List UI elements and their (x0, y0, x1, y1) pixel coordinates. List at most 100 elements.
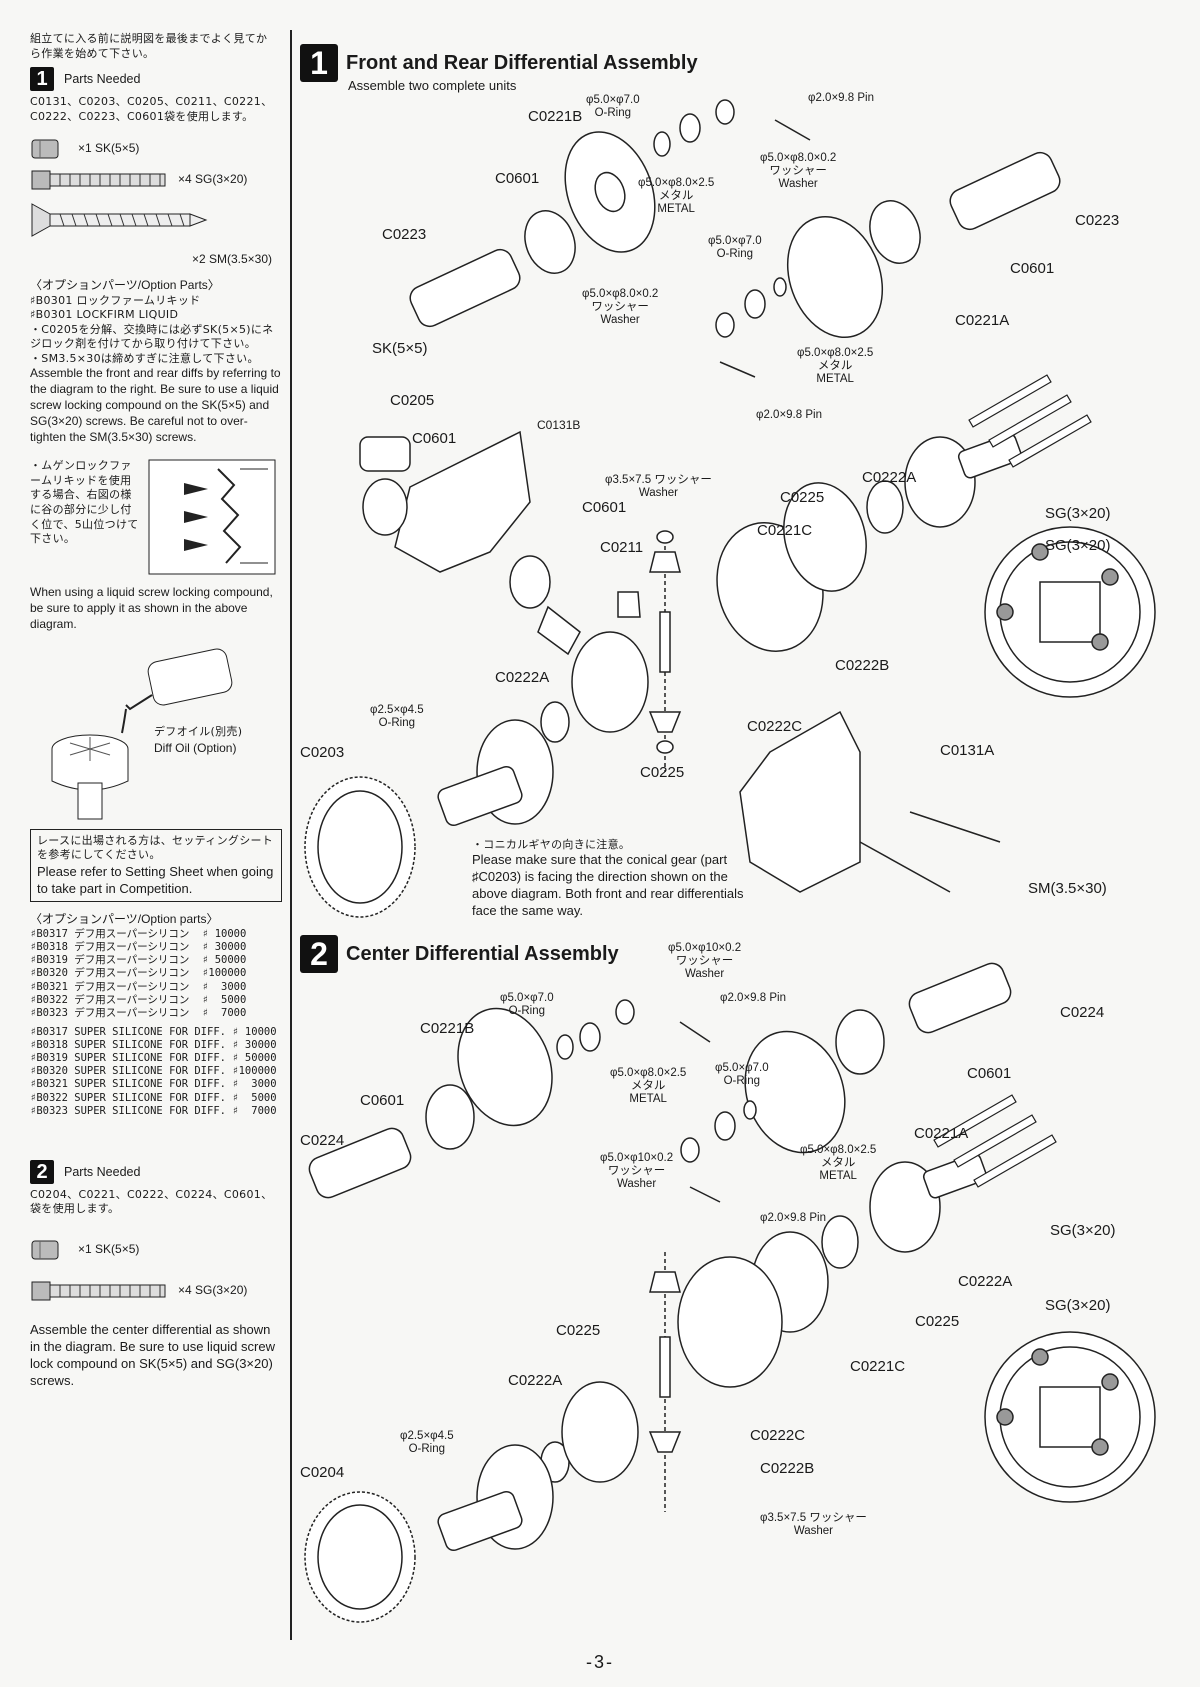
step2-part-sk-qty: ×1 SK(5×5) (78, 1241, 140, 1256)
step1-bags: C0131、C0203、C0205、C0211、C0221、C0222、C022… (30, 95, 273, 123)
conical-note-en: Please make sure that the conical gear (… (472, 852, 744, 918)
spec-label: φ5.0×φ7.0 O-Ring (708, 235, 762, 261)
outdrive-c0223-right (949, 151, 1061, 231)
setting-note-en: Please refer to Setting Sheet when going… (37, 863, 274, 897)
option-line-2: ♯B0301 LOCKFIRM LIQUID (30, 308, 179, 322)
spec-label: φ2.5×φ4.5 O-Ring (400, 1430, 454, 1456)
spec-label: φ5.0×φ7.0 O-Ring (715, 1062, 769, 1088)
section2-header: 2 Center Differential Assembly (300, 935, 619, 973)
option-item: ♯B0320 デフ用スーパーシリコン ♯100000 (30, 967, 247, 980)
tapping-screw-icon (31, 203, 208, 237)
part-label: C0222C (750, 1427, 806, 1444)
outdrive-c0223 (409, 248, 521, 328)
part-label: SG(3×20) (1045, 537, 1111, 554)
setting-sheet-note: レースに出場される方は、セッティングシートを参考にしてください。 Please … (30, 828, 282, 903)
exploded-diagram (304, 99, 1156, 1623)
spec-label: φ3.5×7.5 ワッシャー Washer (760, 1512, 867, 1538)
spec-label: φ3.5×7.5 ワッシャー Washer (605, 474, 712, 500)
section1-badge: 1 (300, 44, 338, 82)
diff-oil-en: Diff Oil (Option) (154, 740, 237, 755)
part-label: SG(3×20) (1045, 505, 1111, 522)
step2-part-sk-row: ×1 SK(5×5) (30, 1239, 282, 1261)
part-label: C0601 (360, 1092, 405, 1109)
step2-parts-needed: Parts Needed (64, 1164, 141, 1179)
setting-note-jp: レースに出場される方は、セッティングシートを参考にしてください。 (37, 833, 274, 862)
lock-note-en: When using a liquid screw locking compou… (30, 585, 273, 632)
part-label: C0211 (600, 539, 644, 556)
step2-parts-heading: 2 Parts Needed (30, 1159, 282, 1184)
oring (653, 131, 671, 157)
part-label: C0221B (528, 108, 583, 125)
part-label: C0225 (780, 489, 825, 506)
lock-note-jp: ・ムゲンロックファームリキッドを使用する場合、右図の様に谷の部分に少し付く位で、… (30, 459, 139, 546)
part-label: C0222A (862, 469, 917, 486)
part-label: C0131A (940, 742, 995, 759)
option-item: ♯B0317 デフ用スーパーシリコン ♯ 10000 (30, 928, 247, 941)
part-label: C0225 (556, 1322, 601, 1339)
spec-label: φ5.0×φ10×0.2 ワッシャー Washer (668, 942, 742, 981)
option-item: ♯B0322 SUPER SILICONE FOR DIFF. ♯ 5000 (30, 1091, 277, 1104)
option-item: ♯B0319 デフ用スーパーシリコン ♯ 50000 (30, 954, 247, 967)
set-screw-icon (31, 1240, 59, 1260)
diff-oil-figure: デフオイル(別売) Diff Oil (Option) (30, 643, 282, 823)
part-label: C0224 (300, 1132, 345, 1149)
part-label: C0223 (382, 226, 427, 243)
option-item: ♯B0319 SUPER SILICONE FOR DIFF. ♯ 50000 (30, 1052, 277, 1065)
bevel-c0222a (866, 480, 904, 534)
sidebar: 組立てに入る前に説明図を最後までよく見てから作業を始めて下さい。 1 Parts… (30, 32, 282, 1390)
conical-note: ・コニカルギヤの向きに注意。 Please make sure that the… (472, 838, 762, 920)
part-label: C0222B (835, 657, 890, 674)
note-jp-1: ・C0205を分解、交換時には必ずSK(5×5)にネジロック剤を付けてから取り付… (30, 322, 274, 351)
spec-label: φ2.5×φ4.5 O-Ring (370, 704, 424, 730)
outdrive-c0131 (904, 436, 976, 528)
oil-bottle-icon (51, 648, 233, 820)
cap-screw-icon (31, 170, 166, 190)
gearbox-c0131b (394, 430, 531, 573)
option-item: ♯B0321 SUPER SILICONE FOR DIFF. ♯ 3000 (30, 1078, 277, 1091)
option-item: ♯B0318 デフ用スーパーシリコン ♯ 30000 (30, 941, 247, 954)
spec-label: φ2.0×9.8 Pin (720, 992, 786, 1004)
lock-note-block: ・ムゲンロックファームリキッドを使用する場合、右図の様に谷の部分に少し付く位で、… (30, 459, 282, 575)
page-number: -3- (586, 1652, 614, 1672)
option-line-1: ♯B0301 ロックファームリキッド (30, 293, 201, 307)
bearing-c0601 (524, 210, 576, 274)
part-sm-qty: ×2 SM(3.5×30) (191, 252, 272, 267)
note-jp-2: ・SM3.5×30は締めすぎに注意して下さい。 (30, 351, 259, 365)
part-sk-row: ×1 SK(5×5) (30, 138, 282, 160)
part-label: C0601 (967, 1065, 1012, 1082)
section2-badge: 2 (300, 935, 338, 973)
part-label: C0222A (495, 669, 550, 686)
section1-title: Front and Rear Differential Assembly (346, 51, 698, 74)
spec-label: φ5.0×φ8.0×2.5 メタル METAL (800, 1144, 877, 1183)
part-label: C0222B (760, 1460, 815, 1477)
spec-label: φ2.0×9.8 Pin (760, 1212, 826, 1224)
spec-label: φ5.0×φ8.0×2.5 メタル METAL (610, 1067, 687, 1106)
part-label: C0601 (495, 170, 540, 187)
step2-badge: 2 (30, 1159, 54, 1184)
spec-label: φ5.0×φ7.0 O-Ring (500, 992, 554, 1018)
set-screw-icon (31, 139, 59, 159)
part-label: C0131B (537, 418, 581, 432)
part-label: C0222A (508, 1372, 563, 1389)
part-label: C0222A (958, 1273, 1013, 1290)
part-label: C0221C (757, 522, 813, 539)
part-label: C0224 (1060, 1004, 1105, 1021)
spec-label: φ5.0×φ10×0.2 ワッシャー Washer (600, 1152, 674, 1191)
option2-list-jp: ♯B0317 デフ用スーパーシリコン ♯ 10000 ♯B0318 デフ用スーパ… (30, 928, 282, 1020)
part-sg-qty: ×4 SG(3×20) (178, 172, 248, 187)
bearing-c0601-mid (509, 555, 551, 609)
spec-label: φ5.0×φ7.0 O-Ring (586, 94, 640, 120)
option-item: ♯B0320 SUPER SILICONE FOR DIFF. ♯100000 (30, 1065, 277, 1078)
option2-title: 〈オプションパーツ/Option parts〉 (30, 912, 219, 927)
thread-lock-diagram (148, 459, 276, 575)
step1-badge: 1 (30, 67, 54, 92)
step1-parts-needed: Parts Needed (64, 71, 141, 86)
option-item: ♯B0321 デフ用スーパーシリコン ♯ 3000 (30, 980, 247, 993)
step2-bags: C0204、C0221、C0222、C0224、C0601、袋を使用します。 (30, 1187, 273, 1216)
option-item: ♯B0323 SUPER SILICONE FOR DIFF. ♯ 7000 (30, 1104, 277, 1117)
part-label: C0204 (300, 1464, 345, 1481)
part-label: SK(5×5) (372, 340, 428, 357)
spec-label: φ5.0×φ8.0×0.2 ワッシャー Washer (760, 152, 837, 191)
option-item: ♯B0322 デフ用スーパーシリコン ♯ 5000 (30, 993, 247, 1006)
spec-label: φ5.0×φ8.0×2.5 メタル METAL (797, 347, 874, 386)
